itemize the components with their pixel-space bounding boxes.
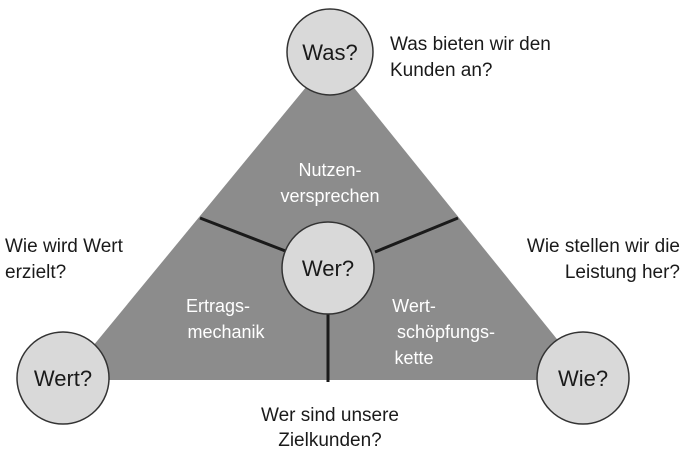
node-top-circle bbox=[286, 8, 374, 96]
triangle-shape bbox=[65, 58, 590, 380]
question-top-line1: Was bieten wir den bbox=[390, 34, 551, 55]
divider-right bbox=[374, 216, 459, 254]
question-left-line1: Wie wird Wert bbox=[5, 236, 124, 257]
segment-right-line2: schöpfungs- bbox=[397, 322, 495, 342]
question-top-line2: Kunden an? bbox=[390, 60, 493, 81]
question-right-line1: Wie stellen wir die bbox=[527, 236, 680, 257]
question-left-line2: erzielt? bbox=[5, 262, 66, 283]
segment-left-line2: mechanik bbox=[187, 322, 265, 342]
question-bottom-line1: Wer sind unsere bbox=[261, 405, 399, 426]
node-center-circle bbox=[281, 221, 375, 315]
node-left-circle bbox=[16, 331, 110, 425]
node-center-label: Wer? bbox=[302, 256, 354, 281]
node-right-circle bbox=[536, 331, 630, 425]
segment-right-line3: kette bbox=[394, 348, 433, 368]
node-top-label: Was? bbox=[302, 40, 357, 65]
node-right-label: Wie? bbox=[558, 366, 608, 391]
segment-top-line1: Nutzen- bbox=[298, 160, 361, 180]
node-left-label: Wert? bbox=[34, 366, 92, 391]
question-right-line2: Leistung her? bbox=[565, 262, 680, 283]
segment-top-line2: versprechen bbox=[280, 186, 379, 206]
divider-left bbox=[199, 216, 289, 254]
question-bottom-line2: Zielkunden? bbox=[278, 430, 382, 451]
segment-left-line1: Ertrags- bbox=[186, 296, 250, 316]
segment-right-line1: Wert- bbox=[392, 296, 436, 316]
